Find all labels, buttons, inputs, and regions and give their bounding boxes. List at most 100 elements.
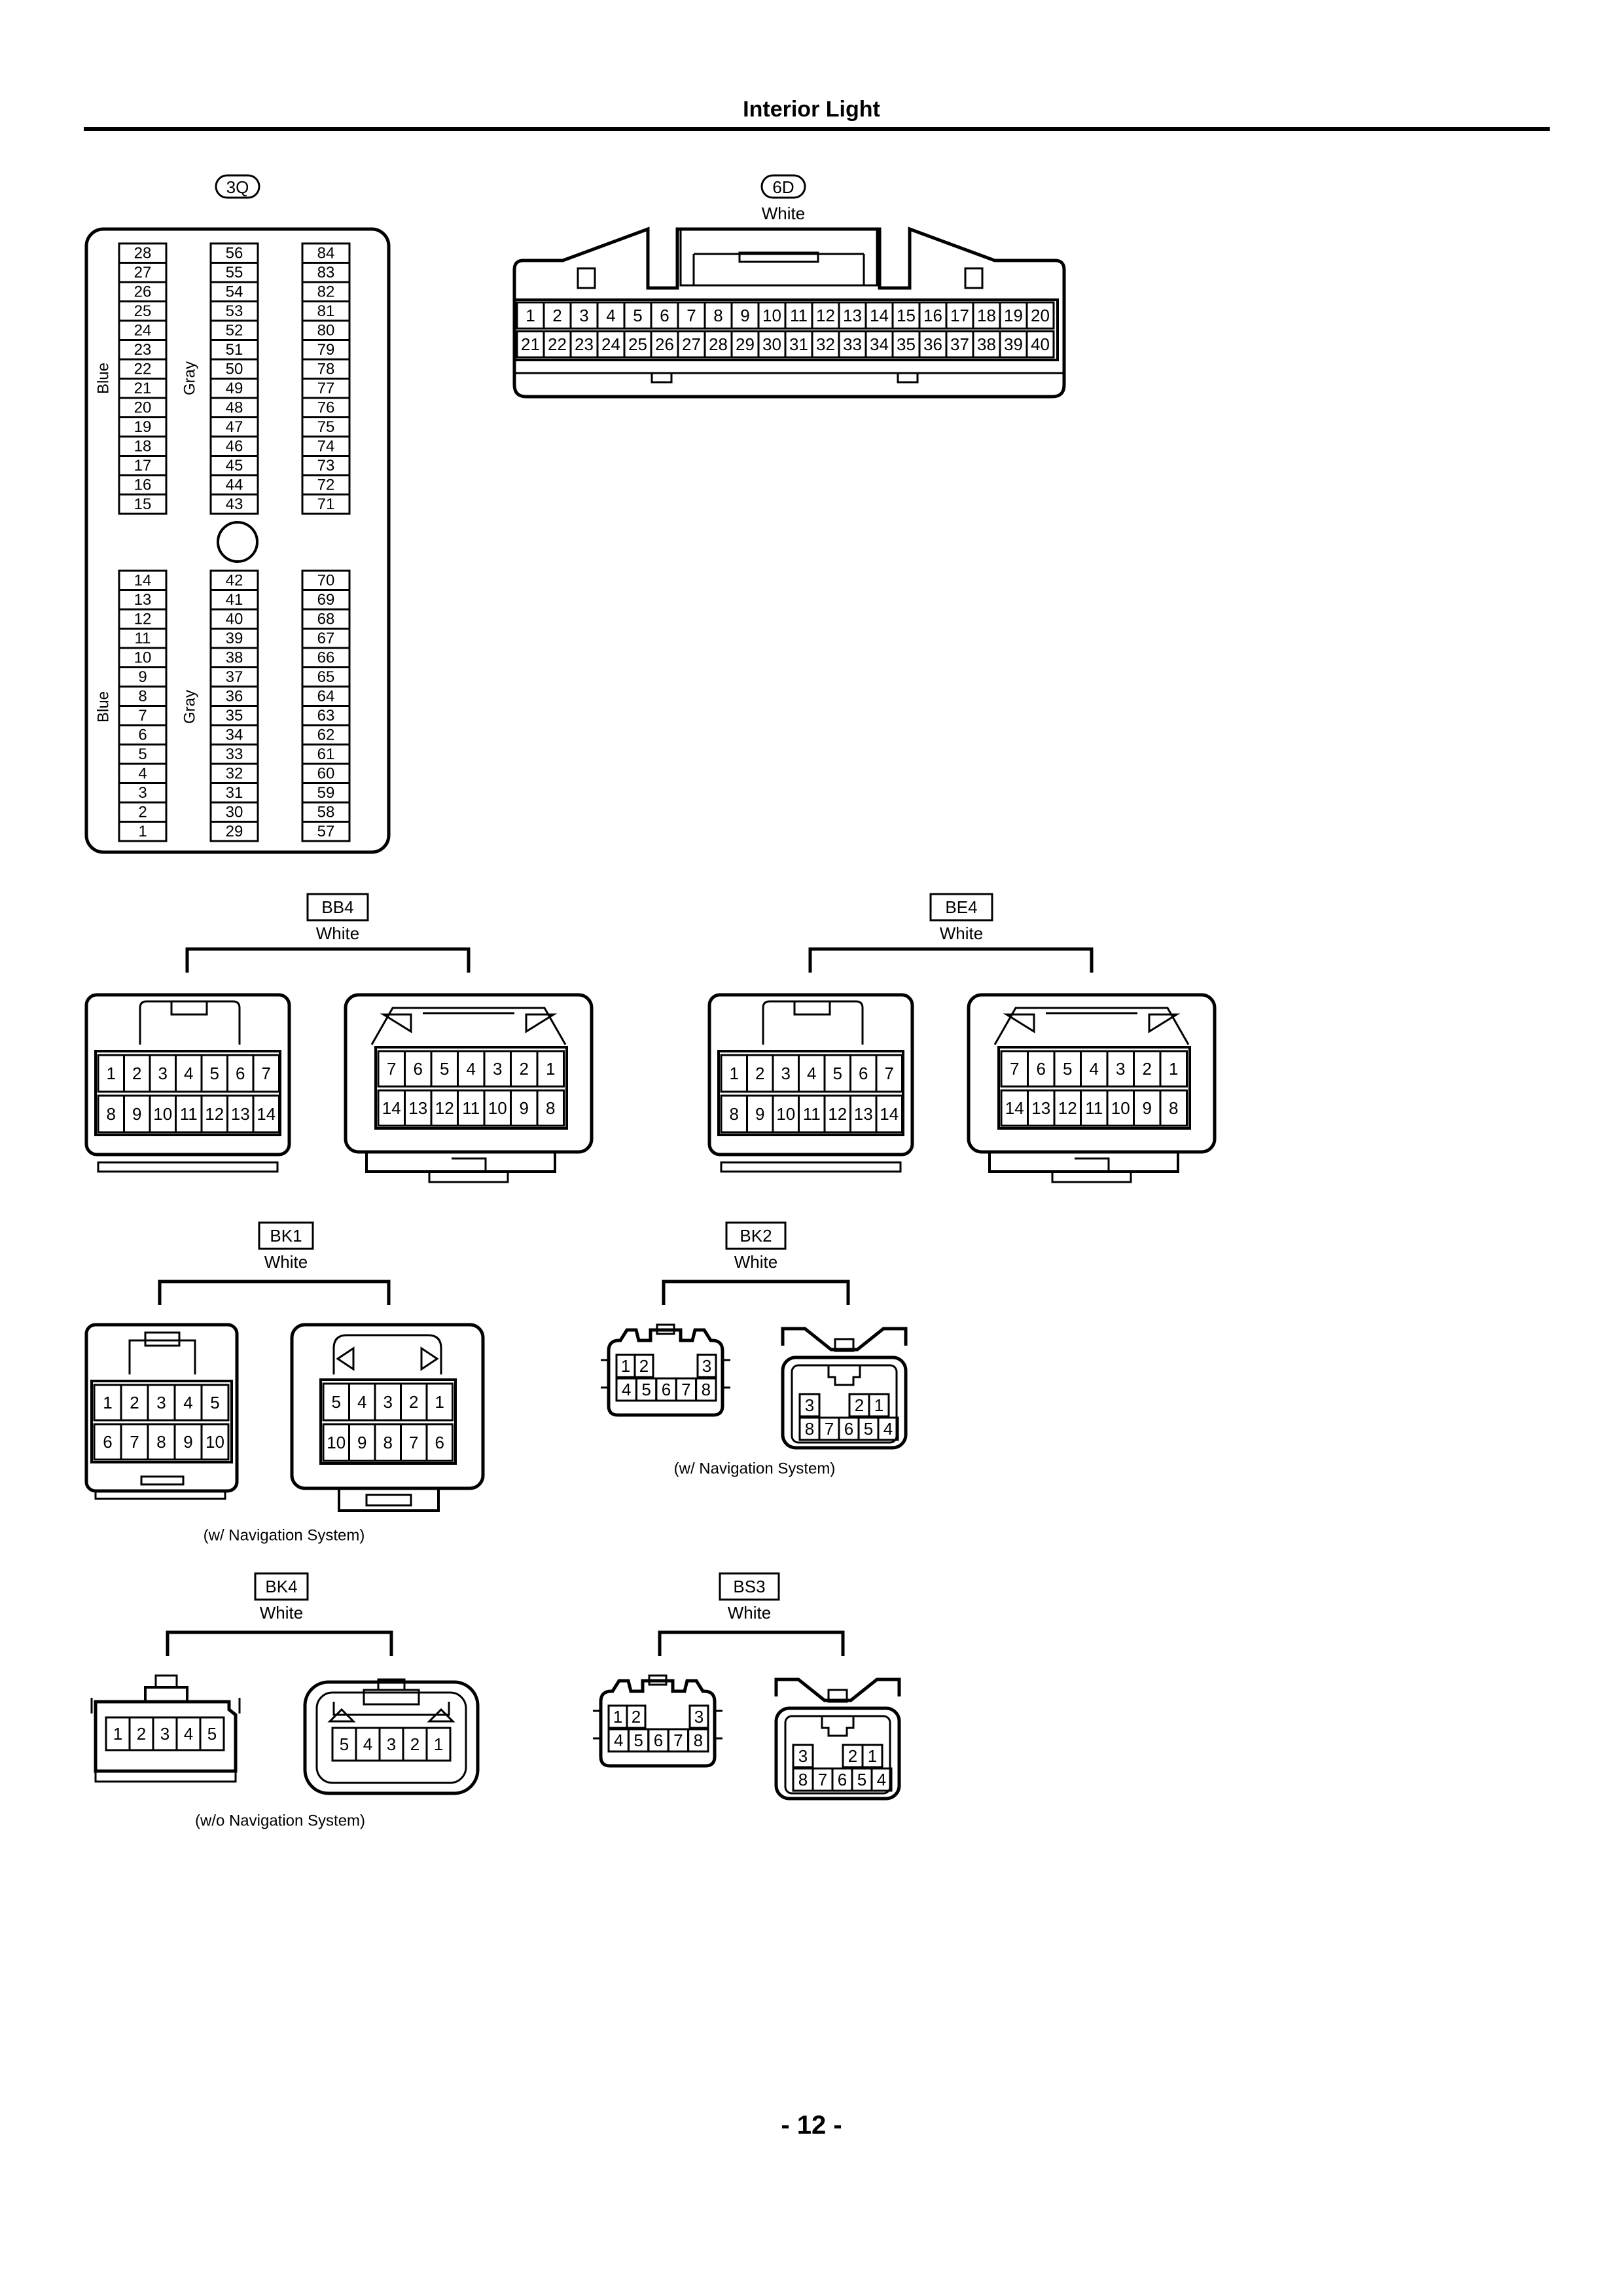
6d-pin-8: 8 — [713, 306, 722, 325]
bk1-left-cell — [200, 1384, 230, 1422]
3q-cell — [301, 821, 351, 842]
bk1-left-pin-1: 1 — [103, 1393, 112, 1412]
bb4-right-pin-6: 6 — [414, 1059, 423, 1079]
bk4-left-pin-5: 5 — [207, 1724, 217, 1744]
3q-pin-72: 72 — [317, 476, 335, 493]
bb4-right-pin-1: 1 — [546, 1059, 555, 1079]
3q-pin-74: 74 — [317, 437, 335, 455]
be4-left-pin-3: 3 — [781, 1064, 791, 1083]
be4-left-pin-7: 7 — [885, 1064, 894, 1083]
bb4-right-pin-2: 2 — [520, 1059, 529, 1079]
bk2-right-pin-5: 5 — [864, 1419, 873, 1439]
3q-pin-75: 75 — [317, 418, 335, 436]
3q-pin-12: 12 — [134, 610, 152, 628]
6d-pin-4: 4 — [606, 306, 615, 325]
6d-pin-25: 25 — [628, 334, 647, 354]
bk2-left-pin-7: 7 — [681, 1380, 690, 1399]
bs3-right-pin-4: 4 — [877, 1770, 886, 1789]
bk2-left-cell — [633, 1354, 654, 1378]
page-title: Interior Light — [743, 97, 880, 122]
6d-pin-20: 20 — [1031, 306, 1050, 325]
bs3-right-pin-7: 7 — [818, 1770, 827, 1789]
bk2-left-pin-1: 1 — [621, 1356, 630, 1376]
be4-right-pin-2: 2 — [1143, 1059, 1152, 1079]
bk1-right-pin-8: 8 — [383, 1433, 393, 1452]
3q-pin-55: 55 — [226, 264, 243, 281]
3q-pin-45: 45 — [226, 457, 243, 475]
bk1-right-pin-1: 1 — [435, 1392, 444, 1412]
3q-pin-79: 79 — [317, 341, 335, 359]
be4-right-pin-11: 11 — [1085, 1098, 1103, 1118]
3q-pin-23: 23 — [134, 341, 152, 359]
be4-right-pin-7: 7 — [1010, 1059, 1019, 1079]
bk2-left-pin-6: 6 — [662, 1380, 671, 1399]
bk1-left-pin-10: 10 — [205, 1432, 224, 1452]
bb4-left-pin-9: 9 — [132, 1104, 141, 1124]
page-number: - 12 - — [781, 2111, 842, 2140]
3q-pin-1: 1 — [138, 823, 147, 840]
3q-pin-43: 43 — [226, 495, 243, 513]
connector-bk1-code: BK1 — [270, 1226, 302, 1246]
connector-3q-code: 3Q — [226, 177, 249, 197]
3q-pin-30: 30 — [226, 803, 243, 821]
bs3-right-pin-5: 5 — [857, 1770, 866, 1789]
bk1-left-pin-6: 6 — [103, 1432, 112, 1452]
3q-pin-39: 39 — [226, 630, 243, 647]
be4-left-pin-4: 4 — [807, 1064, 816, 1083]
6d-pin-3: 3 — [579, 306, 588, 325]
6d-pin-21: 21 — [521, 334, 540, 354]
color-label-blue-lower: Blue — [95, 691, 113, 723]
bb4-right-pin-3: 3 — [493, 1059, 502, 1079]
3q-cell — [118, 493, 168, 515]
3q-pin-69: 69 — [317, 591, 335, 609]
6d-pin-2: 2 — [552, 306, 562, 325]
bs3-right-pin-1: 1 — [868, 1746, 877, 1766]
6d-pin-7: 7 — [687, 306, 696, 325]
bk2-left-housing — [601, 1323, 730, 1417]
bk1-left-pin-8: 8 — [156, 1432, 166, 1452]
bk1-left-housing — [84, 1323, 239, 1500]
6d-pin-12: 12 — [816, 306, 835, 325]
6d-pin-13: 13 — [843, 306, 862, 325]
bk2-right-pin-6: 6 — [844, 1419, 853, 1439]
3q-pin-71: 71 — [317, 495, 335, 513]
bk2-right-pin-2: 2 — [855, 1395, 864, 1415]
3q-pin-62: 62 — [317, 726, 335, 744]
connector-bb4-code: BB4 — [321, 897, 353, 917]
connector-bk4-code: BK4 — [265, 1577, 297, 1596]
bb4-right-pin-13: 13 — [408, 1098, 427, 1118]
3q-pin-44: 44 — [226, 476, 243, 493]
3q-pin-51: 51 — [226, 341, 243, 359]
bs3-right-cell — [870, 1767, 893, 1792]
bk2-right-pin-7: 7 — [825, 1419, 834, 1439]
be4-right-pin-12: 12 — [1058, 1098, 1077, 1118]
bk4-left-pin-1: 1 — [113, 1724, 122, 1744]
be4-left-pin-12: 12 — [828, 1104, 847, 1124]
bs3-left-pin-7: 7 — [673, 1731, 683, 1750]
3q-pin-70: 70 — [317, 571, 335, 589]
3q-pin-32: 32 — [226, 764, 243, 782]
3q-pin-9: 9 — [138, 668, 147, 686]
bb4-right-pin-8: 8 — [546, 1098, 555, 1118]
be4-right-pin-6: 6 — [1037, 1059, 1046, 1079]
3q-pin-76: 76 — [317, 399, 335, 416]
3q-pin-14: 14 — [134, 571, 152, 589]
bb4-right-cell — [536, 1050, 565, 1088]
3q-pin-7: 7 — [138, 707, 147, 725]
3q-pin-35: 35 — [226, 707, 243, 725]
3q-pin-31: 31 — [226, 784, 243, 802]
3q-pin-24: 24 — [134, 321, 152, 339]
color-label-blue-upper: Blue — [95, 363, 113, 394]
bs3-right-pin-3: 3 — [798, 1746, 808, 1766]
3q-pin-50: 50 — [226, 360, 243, 378]
6d-pin-31: 31 — [789, 334, 808, 354]
3q-pin-20: 20 — [134, 399, 152, 416]
be4-left-housing — [707, 993, 914, 1173]
3q-pin-58: 58 — [317, 803, 335, 821]
be4-left-pin-1: 1 — [730, 1064, 739, 1083]
bk4-right-pin-3: 3 — [387, 1734, 396, 1754]
bb4-right-pin-9: 9 — [520, 1098, 529, 1118]
be4-left-pin-2: 2 — [755, 1064, 764, 1083]
bb4-left-cell — [252, 1094, 280, 1134]
